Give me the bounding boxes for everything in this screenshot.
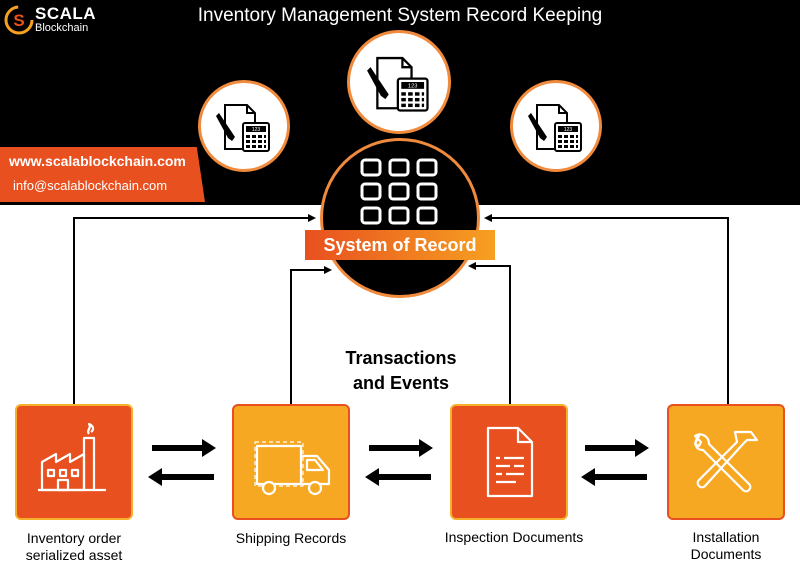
- shipping-caption-line1: Shipping Records: [235, 530, 347, 546]
- truck-icon: [254, 441, 331, 496]
- document-calculator-icon: 123: [367, 56, 429, 112]
- document-calculator-icon: 123: [216, 104, 270, 152]
- center-text-line2: and Events: [352, 373, 450, 393]
- transactions-events-text: Transactions and Events: [316, 346, 486, 396]
- document-calculator-icon: 123: [528, 104, 582, 152]
- contact-website[interactable]: www.scalablockchain.com: [9, 153, 186, 169]
- doc-circle-center: 123: [347, 30, 451, 134]
- exchange-arrows-1: [148, 439, 216, 486]
- connector-shipping: [290, 266, 332, 405]
- installation-caption-line2: Documents: [690, 546, 762, 562]
- center-text-line1: Transactions: [345, 348, 457, 368]
- system-of-record-label: System of Record: [305, 230, 495, 260]
- contact-banner: www.scalablockchain.com info@scalablockc…: [0, 147, 205, 202]
- inspection-documents-caption: Inspection Documents: [425, 529, 603, 546]
- scala-logo: S SCALA Blockchain: [4, 3, 96, 37]
- calculator-display-text: 123: [252, 127, 261, 133]
- shipping-records-caption: Shipping Records: [216, 530, 366, 547]
- system-of-record-hub: [320, 138, 480, 298]
- document-icon: [486, 426, 534, 498]
- installation-documents-box[interactable]: [667, 404, 785, 520]
- inventory-caption-line1: Inventory order: [26, 530, 122, 546]
- page-title: Inventory Management System Record Keepi…: [197, 5, 603, 26]
- logo-name: SCALA: [35, 4, 97, 23]
- exchange-arrows-2: [365, 439, 433, 486]
- inventory-order-caption: Inventory order serialized asset: [0, 530, 148, 564]
- tools-icon: [693, 430, 759, 493]
- inventory-order-box[interactable]: [15, 404, 133, 520]
- connector-inspection: [468, 262, 511, 405]
- connector-installation: [484, 214, 729, 405]
- inventory-caption-line2: serialized asset: [25, 547, 123, 563]
- doc-circle-left: 123: [198, 80, 290, 172]
- connector-inventory: [73, 214, 316, 405]
- inspection-caption-line1: Inspection Documents: [444, 529, 584, 545]
- installation-documents-caption: Installation Documents: [660, 529, 792, 563]
- grid-icon: [360, 158, 438, 225]
- calculator-display-text: 123: [408, 84, 418, 90]
- factory-icon: [38, 422, 106, 492]
- contact-email[interactable]: info@scalablockchain.com: [13, 178, 168, 193]
- svg-text:S: S: [13, 11, 24, 30]
- exchange-arrows-3: [581, 439, 649, 486]
- logo-mark-icon: S: [4, 5, 34, 35]
- doc-circle-right: 123: [510, 80, 602, 172]
- shipping-records-box[interactable]: [232, 404, 350, 520]
- logo-subtitle: Blockchain: [35, 22, 89, 34]
- inspection-documents-box[interactable]: [450, 404, 568, 520]
- calculator-display-text: 123: [564, 127, 573, 133]
- installation-caption-line1: Installation: [692, 529, 760, 545]
